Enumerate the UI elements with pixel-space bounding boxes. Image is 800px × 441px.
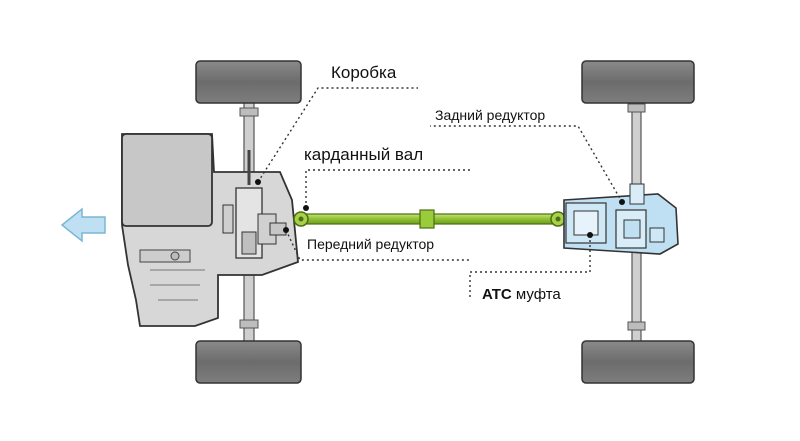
- front-right-tire: [195, 340, 302, 384]
- label-atc-bold: ATC: [482, 286, 512, 303]
- label-atc-coupling: ATC муфта: [482, 286, 561, 303]
- forward-arrow-icon: [60, 207, 106, 243]
- leader-cardan-shaft: [305, 169, 470, 208]
- rear-right-tire: [581, 340, 695, 384]
- rear-left-tire: [581, 60, 695, 104]
- label-front-reducer: Передний редуктор: [307, 236, 435, 252]
- label-gearbox: Коробка: [331, 63, 397, 82]
- rear-differential-atc: [563, 183, 679, 255]
- leader-lines: [257, 87, 623, 300]
- label-rear-reducer: Задний редуктор: [435, 107, 546, 123]
- label-atc-rest: муфта: [511, 286, 561, 303]
- engine-block: [121, 133, 213, 227]
- front-left-tire: [195, 60, 302, 104]
- cardan-shaft: [293, 209, 566, 229]
- leader-atc: [469, 235, 591, 300]
- leader-gearbox: [257, 87, 418, 183]
- label-cardan-shaft: карданный вал: [304, 145, 424, 164]
- leader-front-reducer: [285, 229, 470, 261]
- engine-transaxle-assembly: [121, 133, 299, 327]
- leader-rear-reducer: [430, 125, 623, 203]
- leader-dots: [255, 179, 625, 238]
